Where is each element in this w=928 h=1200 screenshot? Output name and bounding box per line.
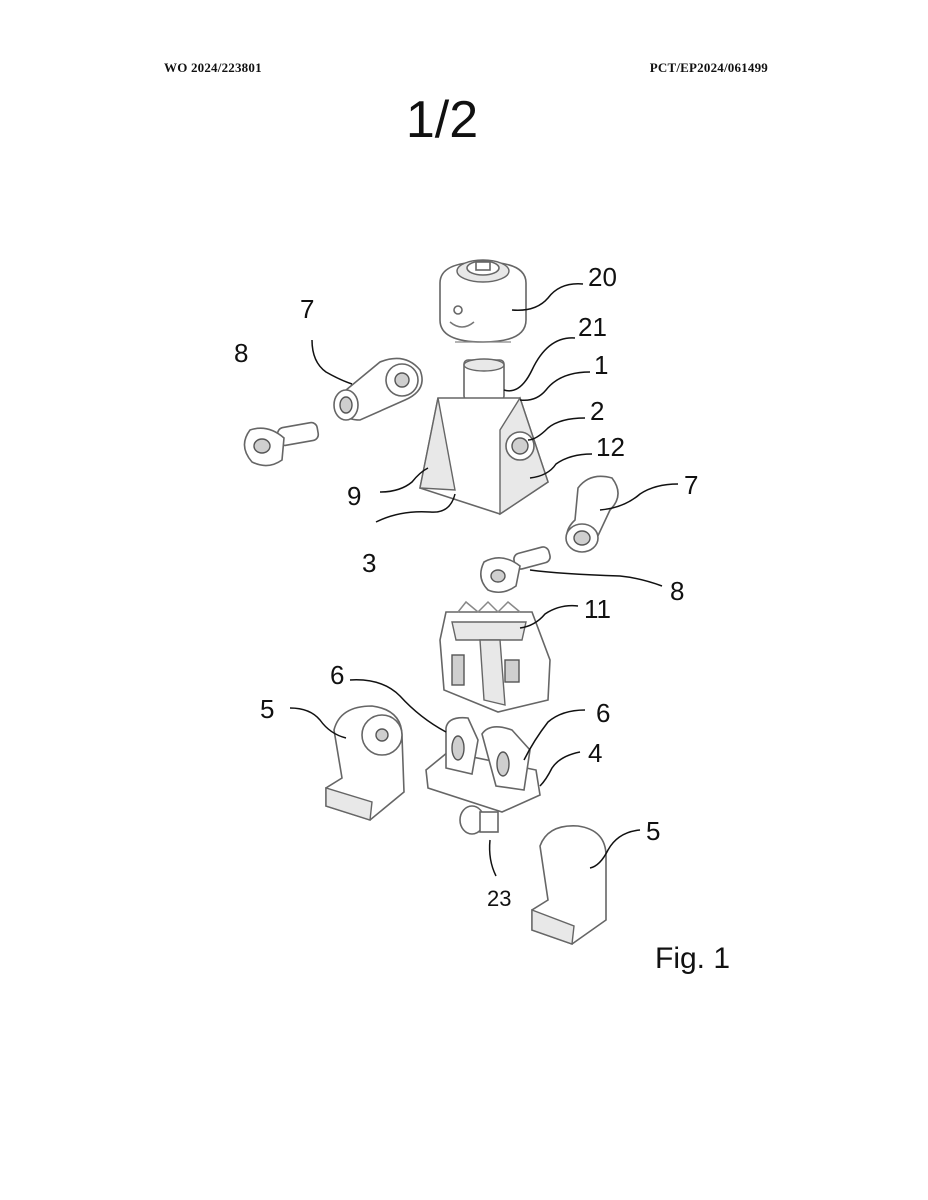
leg-left <box>325 705 405 821</box>
ref-label-neck-stud: 21 <box>578 312 607 342</box>
ref-label-hand-upper-left: 8 <box>234 338 249 368</box>
ref-label-leg-left: 5 <box>260 694 275 724</box>
hip-assembly <box>425 716 541 835</box>
ref-label-hip-joint-left: 6 <box>330 660 345 690</box>
ref-label-torso-side: 12 <box>596 432 625 462</box>
figure-caption: Fig. 1 <box>655 942 731 975</box>
sheet-number: 1/2 <box>405 91 479 149</box>
ref-label-hip-plate: 4 <box>588 738 603 768</box>
application-number: PCT/EP2024/061499 <box>649 60 768 75</box>
minifigure-torso <box>419 358 549 516</box>
publication-number: WO 2024/223801 <box>164 60 262 75</box>
ref-label-hand-right: 8 <box>670 576 685 606</box>
inner-frame <box>439 600 551 713</box>
arm-right <box>565 475 619 553</box>
hand-right <box>480 546 551 594</box>
hand-upper-left <box>243 421 320 467</box>
ref-label-hip-joint-right: 6 <box>596 698 611 728</box>
ref-label-torso-top: 1 <box>594 350 609 380</box>
ref-label-head: 20 <box>588 262 617 292</box>
ref-label-inner-frame: 11 <box>584 594 611 624</box>
ref-label-hip-stud: 23 <box>487 886 512 911</box>
ref-label-torso-bottom: 3 <box>362 548 377 578</box>
leader-lines <box>289 283 679 877</box>
leg-right <box>531 825 607 945</box>
arm-upper-left <box>333 357 423 421</box>
ref-label-torso-front: 9 <box>347 481 362 511</box>
ref-label-arm-socket: 2 <box>590 396 605 426</box>
ref-label-leg-right: 5 <box>646 816 661 846</box>
ref-label-arm-upper-left: 7 <box>300 294 315 324</box>
minifigure-head <box>439 259 527 343</box>
ref-label-arm-right: 7 <box>684 470 699 500</box>
